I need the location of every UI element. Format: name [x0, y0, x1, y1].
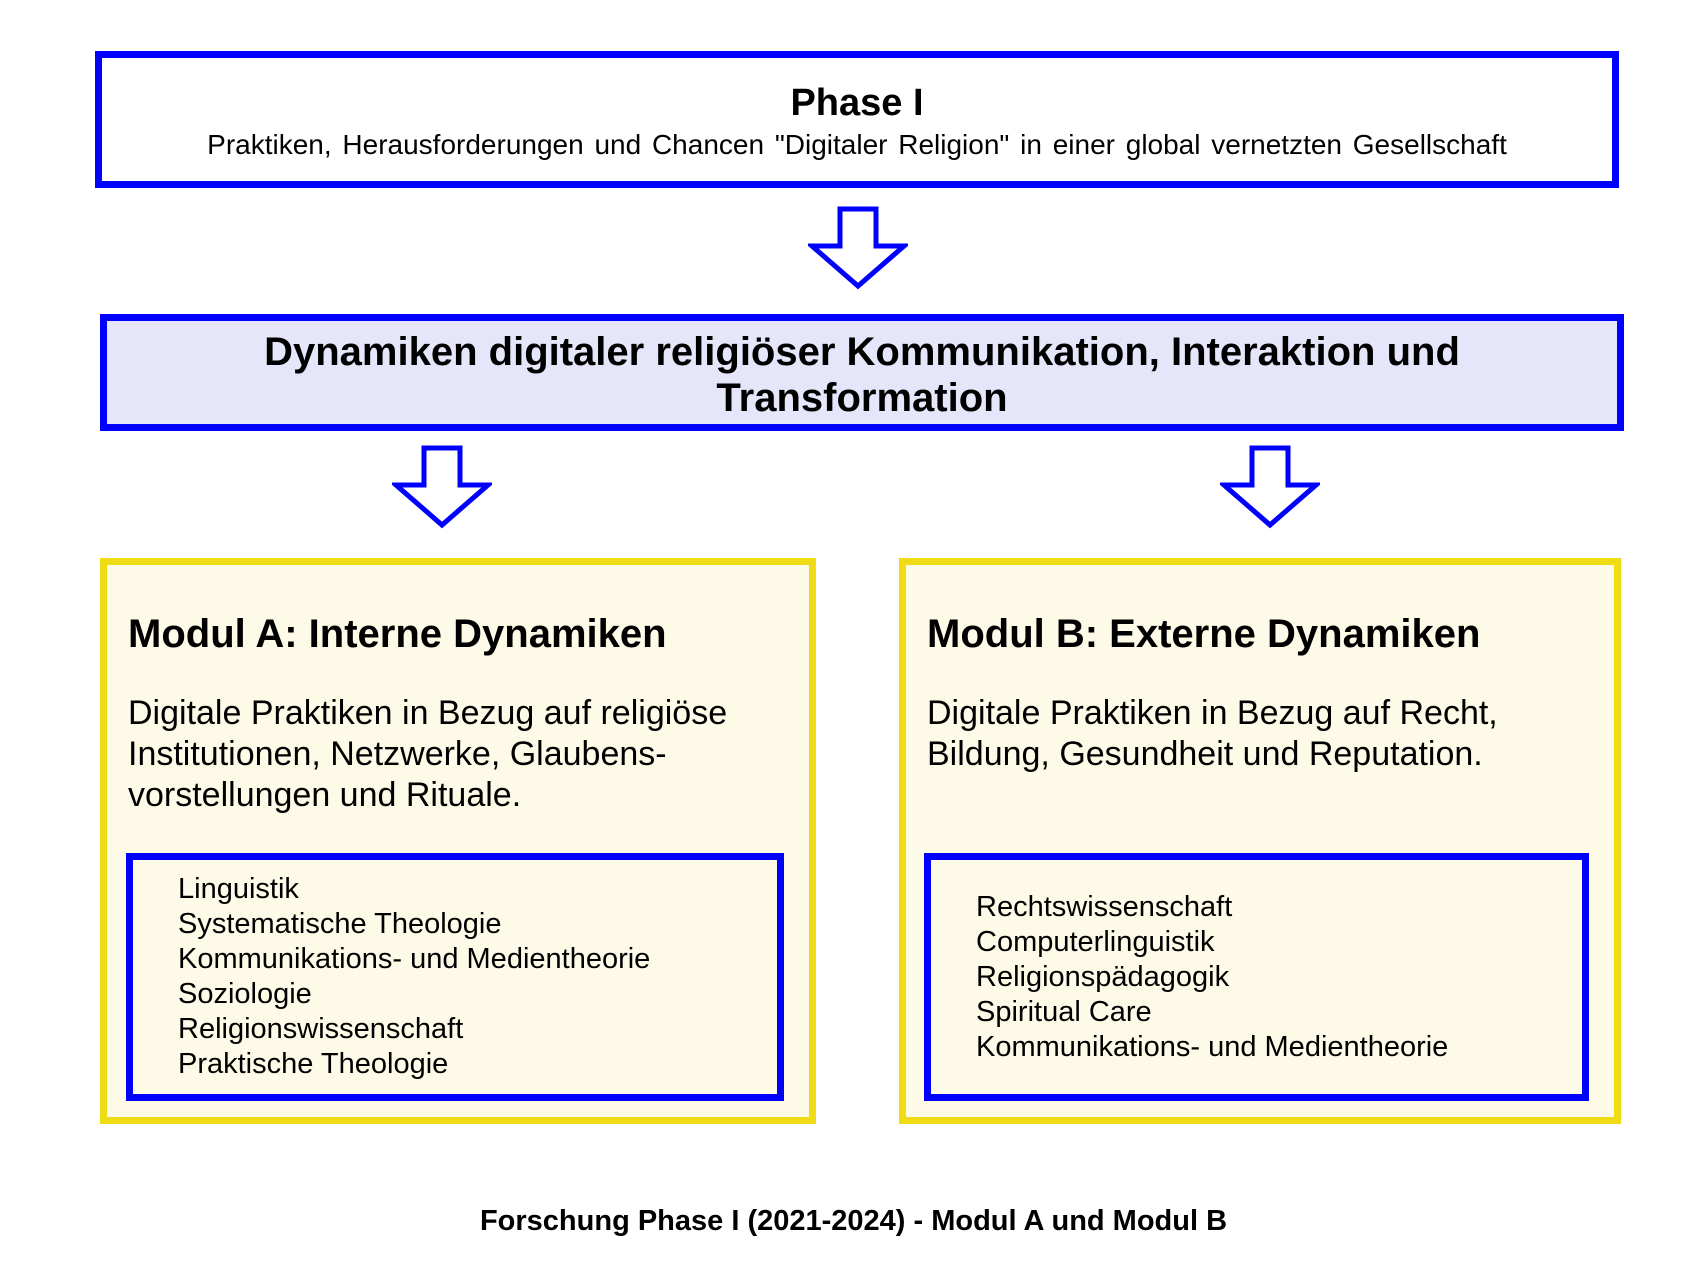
discipline-item: Kommunikations- und Medientheorie: [976, 1031, 1449, 1063]
discipline-item: Systematische Theologie: [178, 908, 502, 940]
phase-title: Phase I: [790, 82, 924, 124]
module-a-box: Modul A: Interne Dynamiken Digitale Prak…: [100, 558, 816, 1124]
discipline-item: Religionswissenschaft: [178, 1013, 464, 1045]
module-a-title: Modul A: Interne Dynamiken: [128, 612, 667, 656]
module-b-title: Modul B: Externe Dynamiken: [927, 612, 1481, 656]
description-line: Digitale Praktiken in Bezug auf Recht,: [927, 694, 1498, 732]
module-b-description: Digitale Praktiken in Bezug auf Recht, B…: [927, 693, 1607, 775]
discipline-item: Kommunikations- und Medientheorie: [178, 943, 651, 975]
arrow-down-icon: [808, 206, 908, 290]
description-line: Bildung, Gesundheit und Reputation.: [927, 735, 1483, 773]
dynamics-title-line2: Transformation: [716, 376, 1008, 420]
discipline-item: Spiritual Care: [976, 996, 1152, 1028]
phase-subtitle: Praktiken, Herausforderungen und Chancen…: [207, 129, 1507, 160]
description-line: vorstellungen und Rituale.: [128, 776, 522, 814]
discipline-item: Rechtswissenschaft: [976, 891, 1233, 923]
module-a-disciplines: Linguistik Systematische Theologie Kommu…: [126, 853, 784, 1101]
module-a-description: Digitale Praktiken in Bezug auf religiös…: [128, 693, 808, 816]
phase-box: Phase I Praktiken, Herausforderungen und…: [95, 51, 1619, 188]
discipline-item: Linguistik: [178, 873, 299, 905]
arrow-down-icon: [1220, 445, 1320, 529]
description-line: Institutionen, Netzwerke, Glaubens-: [128, 735, 667, 773]
description-line: Digitale Praktiken in Bezug auf religiös…: [128, 694, 728, 732]
module-b-disciplines: Rechtswissenschaft Computerlinguistik Re…: [924, 853, 1589, 1101]
discipline-item: Soziologie: [178, 978, 312, 1010]
discipline-item: Religionspädagogik: [976, 961, 1230, 993]
dynamics-box: Dynamiken digitaler religiöser Kommunika…: [100, 314, 1624, 431]
discipline-item: Praktische Theologie: [178, 1048, 449, 1080]
arrow-down-icon: [392, 445, 492, 529]
dynamics-title-line1: Dynamiken digitaler religiöser Kommunika…: [264, 330, 1460, 374]
footer-caption: Forschung Phase I (2021-2024) - Modul A …: [479, 1205, 1228, 1237]
module-b-box: Modul B: Externe Dynamiken Digitale Prak…: [899, 558, 1621, 1124]
discipline-item: Computerlinguistik: [976, 926, 1215, 958]
